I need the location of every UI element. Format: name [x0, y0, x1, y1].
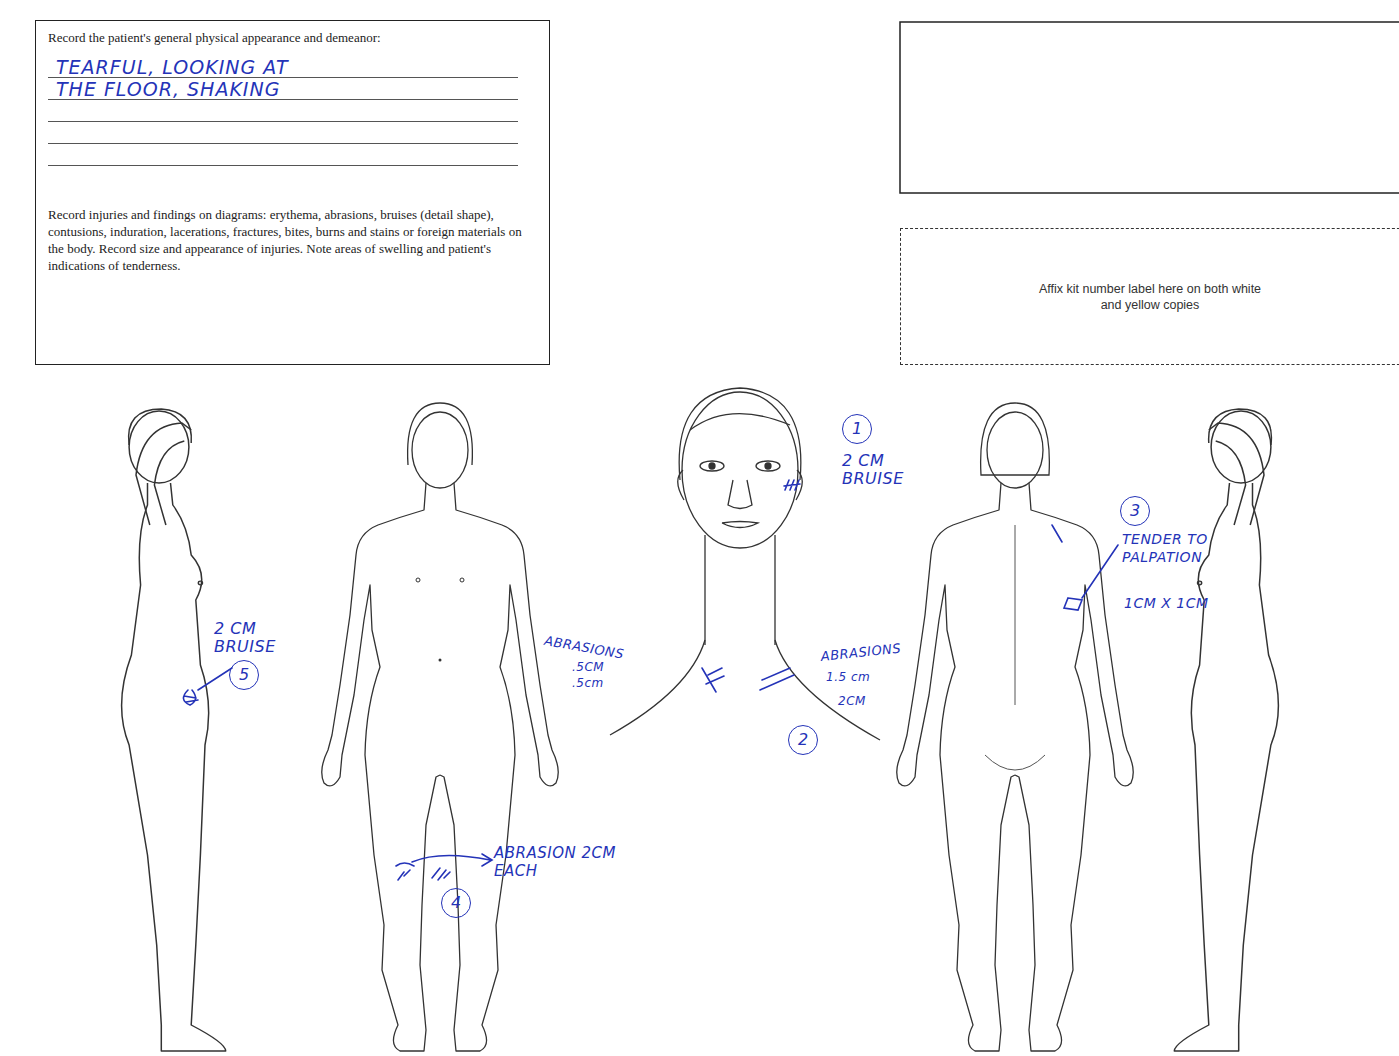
line-art [679, 388, 801, 480]
form-instructions: Record injuries and findings on diagrams… [48, 206, 533, 274]
callout-number: 5 [239, 667, 249, 683]
line-art [1082, 545, 1118, 598]
line-art [460, 578, 464, 582]
line-art [322, 483, 440, 1051]
line-art [700, 461, 724, 471]
line-art [981, 403, 1050, 475]
line-art [1015, 483, 1133, 1051]
right-profile-figure [1174, 409, 1278, 1051]
line-art [987, 412, 1043, 488]
line-art [122, 409, 226, 1051]
face-closeup [610, 388, 880, 740]
handwritten-annotation: 2CM [838, 692, 898, 710]
line-art [728, 480, 752, 509]
handwritten-annotation: 1.5 cm [826, 668, 896, 686]
line-art [1052, 525, 1062, 542]
line-art [897, 483, 1015, 1051]
callout-circle: 1 [842, 414, 872, 444]
line-art [682, 392, 798, 548]
line-art [408, 403, 473, 465]
line-art [1064, 598, 1082, 610]
handwritten-annotation: ABRASIONS [820, 638, 921, 666]
callout-number: 4 [451, 895, 461, 911]
line-art [722, 522, 758, 528]
line-art [760, 668, 794, 690]
callout-circle: 3 [1120, 496, 1150, 526]
handwritten-entry: TEARFUL, LOOKING AT THE FLOOR, SHAKING [48, 56, 518, 180]
line-art [705, 535, 775, 645]
injury-marks [183, 480, 1118, 880]
callout-number: 1 [852, 421, 862, 437]
handwritten-annotation: 2 CM BRUISE [842, 452, 912, 488]
blank-label-box [900, 22, 1399, 193]
handwritten-annotation: 1CM X 1CM [1124, 594, 1234, 612]
line-art [690, 414, 790, 430]
line-art [985, 525, 1045, 770]
handwritten-annotation: ABRASION 2CM EACH [494, 844, 634, 880]
kit-instruction: Affix kit number label here on both whit… [1031, 281, 1269, 313]
callout-circle: 2 [788, 725, 818, 755]
line-art [678, 470, 803, 500]
line-art [756, 461, 780, 471]
callout-circle: 5 [229, 660, 259, 690]
line-art [439, 659, 442, 662]
line-art [183, 690, 198, 705]
handwritten-annotation: .5CM [572, 658, 632, 676]
line-art [412, 412, 468, 488]
line-art [709, 463, 715, 469]
back-figure [897, 403, 1134, 1051]
line-art [1174, 409, 1278, 1051]
line-art [440, 483, 558, 1051]
line-art [765, 463, 771, 469]
line-art [412, 854, 492, 866]
handwritten-annotation: TENDER TO PALPATION [1122, 530, 1242, 566]
handwritten-annotation: 2 CM BRUISE [214, 620, 284, 656]
line-art [784, 480, 800, 490]
instruction-box: Record the patient's general physical ap… [35, 20, 550, 365]
callout-number: 3 [1130, 503, 1140, 519]
line-art [416, 578, 420, 582]
handwritten-text: TEARFUL, LOOKING AT THE FLOOR, SHAKING [56, 56, 296, 100]
line-art [702, 668, 724, 692]
handwritten-annotation: .5cm [572, 674, 632, 692]
callout-circle: 4 [441, 888, 471, 918]
front-figure [322, 403, 559, 1051]
line-art [396, 863, 450, 880]
callout-number: 2 [798, 732, 808, 748]
line-art [198, 668, 232, 690]
left-profile-figure [122, 409, 226, 1051]
form-prompt: Record the patient's general physical ap… [48, 29, 533, 46]
kit-label-box: Affix kit number label here on both whit… [900, 228, 1399, 365]
